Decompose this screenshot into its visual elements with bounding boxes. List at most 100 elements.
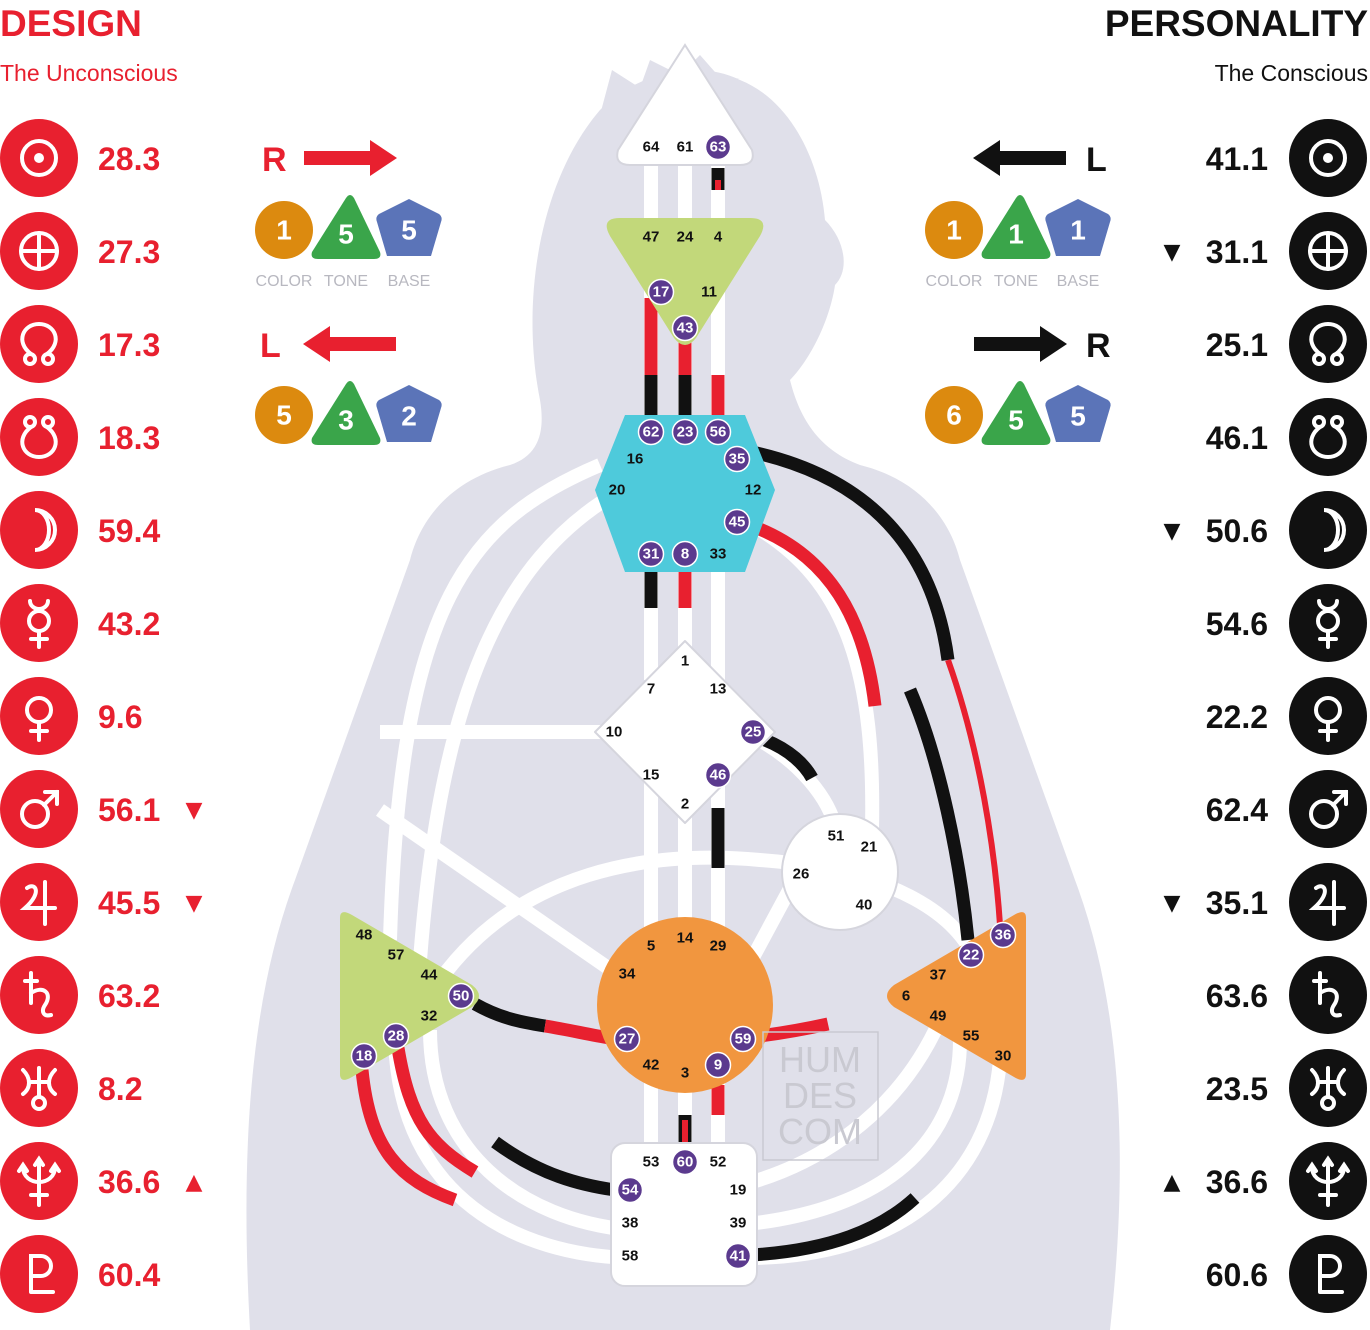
personality-arrow-bottom-label: R	[1086, 327, 1111, 365]
gate-26: 26	[793, 866, 810, 883]
personality-planet-list: 41.131.1▼25.146.150.6▼54.622.262.435.1▼6…	[1164, 119, 1367, 1313]
svg-text:47: 47	[643, 229, 660, 246]
personality-planet-value: 60.6	[1206, 1257, 1268, 1293]
personality-planet-row: 23.5	[1206, 1049, 1367, 1127]
design-arrow-left-icon	[303, 326, 396, 362]
svg-text:18: 18	[356, 1048, 373, 1065]
svg-text:46: 46	[710, 767, 727, 784]
svg-text:62: 62	[643, 424, 660, 441]
gate-45: 45	[723, 508, 751, 536]
gate-44: 44	[421, 967, 438, 984]
design-planet-row: 59.4	[0, 491, 160, 569]
svg-text:40: 40	[856, 897, 873, 914]
personality-planet-value: 22.2	[1206, 699, 1268, 735]
gate-42: 42	[643, 1057, 660, 1074]
svg-text:39: 39	[730, 1215, 747, 1232]
venus-icon	[1289, 677, 1367, 755]
personality-planet-row: 31.1▼	[1164, 212, 1367, 290]
gate-59: 59	[729, 1025, 757, 1053]
gate-40: 40	[856, 897, 873, 914]
gate-49: 49	[930, 1008, 947, 1025]
gate-39: 39	[730, 1215, 747, 1232]
svg-text:8: 8	[681, 546, 689, 563]
svg-text:TONE: TONE	[994, 273, 1038, 290]
svg-text:55: 55	[963, 1028, 980, 1045]
svg-text:5: 5	[647, 938, 655, 955]
gate-8: 8	[671, 540, 699, 568]
gate-2: 2	[681, 796, 689, 813]
svg-text:1: 1	[681, 653, 689, 670]
svg-text:52: 52	[710, 1154, 727, 1171]
personality-planet-value: 54.6	[1206, 606, 1268, 642]
gate-37: 37	[930, 967, 947, 984]
gate-36: 36	[989, 921, 1017, 949]
gate-56: 56	[704, 418, 732, 446]
svg-text:32: 32	[421, 1008, 438, 1025]
heart-center	[781, 813, 899, 931]
gate-63: 63	[704, 133, 732, 161]
personality-planet-row: 36.6▲	[1164, 1142, 1367, 1220]
design-planet-row: 36.6▲	[0, 1142, 203, 1220]
gate-10: 10	[606, 724, 623, 741]
svg-text:57: 57	[388, 947, 405, 964]
saturn-icon	[1289, 956, 1367, 1034]
svg-text:5: 5	[1070, 401, 1086, 432]
personality-base-badge	[1045, 199, 1111, 256]
svg-text:25: 25	[745, 724, 762, 741]
saturn-icon	[0, 956, 78, 1034]
sun-icon	[0, 119, 78, 197]
svg-text:28: 28	[388, 1028, 405, 1045]
svg-text:13: 13	[710, 681, 727, 698]
design-planet-row: 18.3	[0, 398, 160, 476]
personality-variables: L R 1 1 1 COLOR TONE BASE 6 5 5	[925, 140, 1111, 445]
pluto-icon	[0, 1235, 78, 1313]
gate-14: 14	[677, 930, 694, 947]
svg-text:50: 50	[453, 988, 470, 1005]
design-planet-row: 63.2	[0, 956, 160, 1034]
gate-20: 20	[609, 482, 626, 499]
mars-icon	[1289, 770, 1367, 848]
gate-6: 6	[902, 988, 910, 1005]
mercury-icon	[1289, 584, 1367, 662]
svg-text:49: 49	[930, 1008, 947, 1025]
gate-12: 12	[745, 482, 762, 499]
design-tone-badge-2	[311, 381, 381, 445]
gate-3: 3	[681, 1065, 689, 1082]
personality-tone-badge-2	[981, 381, 1051, 445]
svg-text:1: 1	[276, 215, 292, 246]
svg-text:BASE: BASE	[1057, 273, 1100, 290]
design-planet-value: 56.1	[98, 792, 160, 828]
design-planet-value: 8.2	[98, 1071, 142, 1107]
design-arrow-right-icon	[304, 140, 397, 176]
design-planet-value: 27.3	[98, 234, 160, 270]
personality-planet-value: 62.4	[1206, 792, 1268, 828]
personality-subtitle: The Conscious	[1215, 60, 1368, 86]
gate-25: 25	[739, 718, 767, 746]
personality-planet-mark: ▼	[1164, 519, 1181, 544]
personality-planet-row: 35.1▼	[1164, 863, 1367, 941]
svg-text:DES: DES	[783, 1075, 857, 1116]
spleen-center	[340, 912, 479, 1080]
svg-text:9: 9	[714, 1057, 722, 1074]
svg-text:COLOR: COLOR	[926, 273, 983, 290]
earth-icon	[1289, 212, 1367, 290]
gate-15: 15	[643, 767, 660, 784]
design-planet-value: 9.6	[98, 699, 142, 735]
personality-planet-value: 31.1	[1206, 234, 1268, 270]
gate-9: 9	[704, 1051, 732, 1079]
svg-text:21: 21	[861, 839, 878, 856]
design-planet-value: 18.3	[98, 420, 160, 456]
personality-planet-mark: ▲	[1164, 1170, 1181, 1195]
svg-text:3: 3	[338, 405, 354, 436]
gate-54: 54	[616, 1176, 644, 1204]
svg-text:30: 30	[995, 1048, 1012, 1065]
personality-planet-row: 62.4	[1206, 770, 1367, 848]
gate-43: 43	[671, 314, 699, 342]
svg-text:44: 44	[421, 967, 438, 984]
design-planet-mark: ▼	[186, 891, 203, 916]
neptune-icon	[0, 1142, 78, 1220]
gate-11: 11	[701, 284, 717, 301]
svg-text:59: 59	[735, 1031, 752, 1048]
svg-text:17: 17	[653, 284, 670, 301]
design-planet-value: 60.4	[98, 1257, 160, 1293]
